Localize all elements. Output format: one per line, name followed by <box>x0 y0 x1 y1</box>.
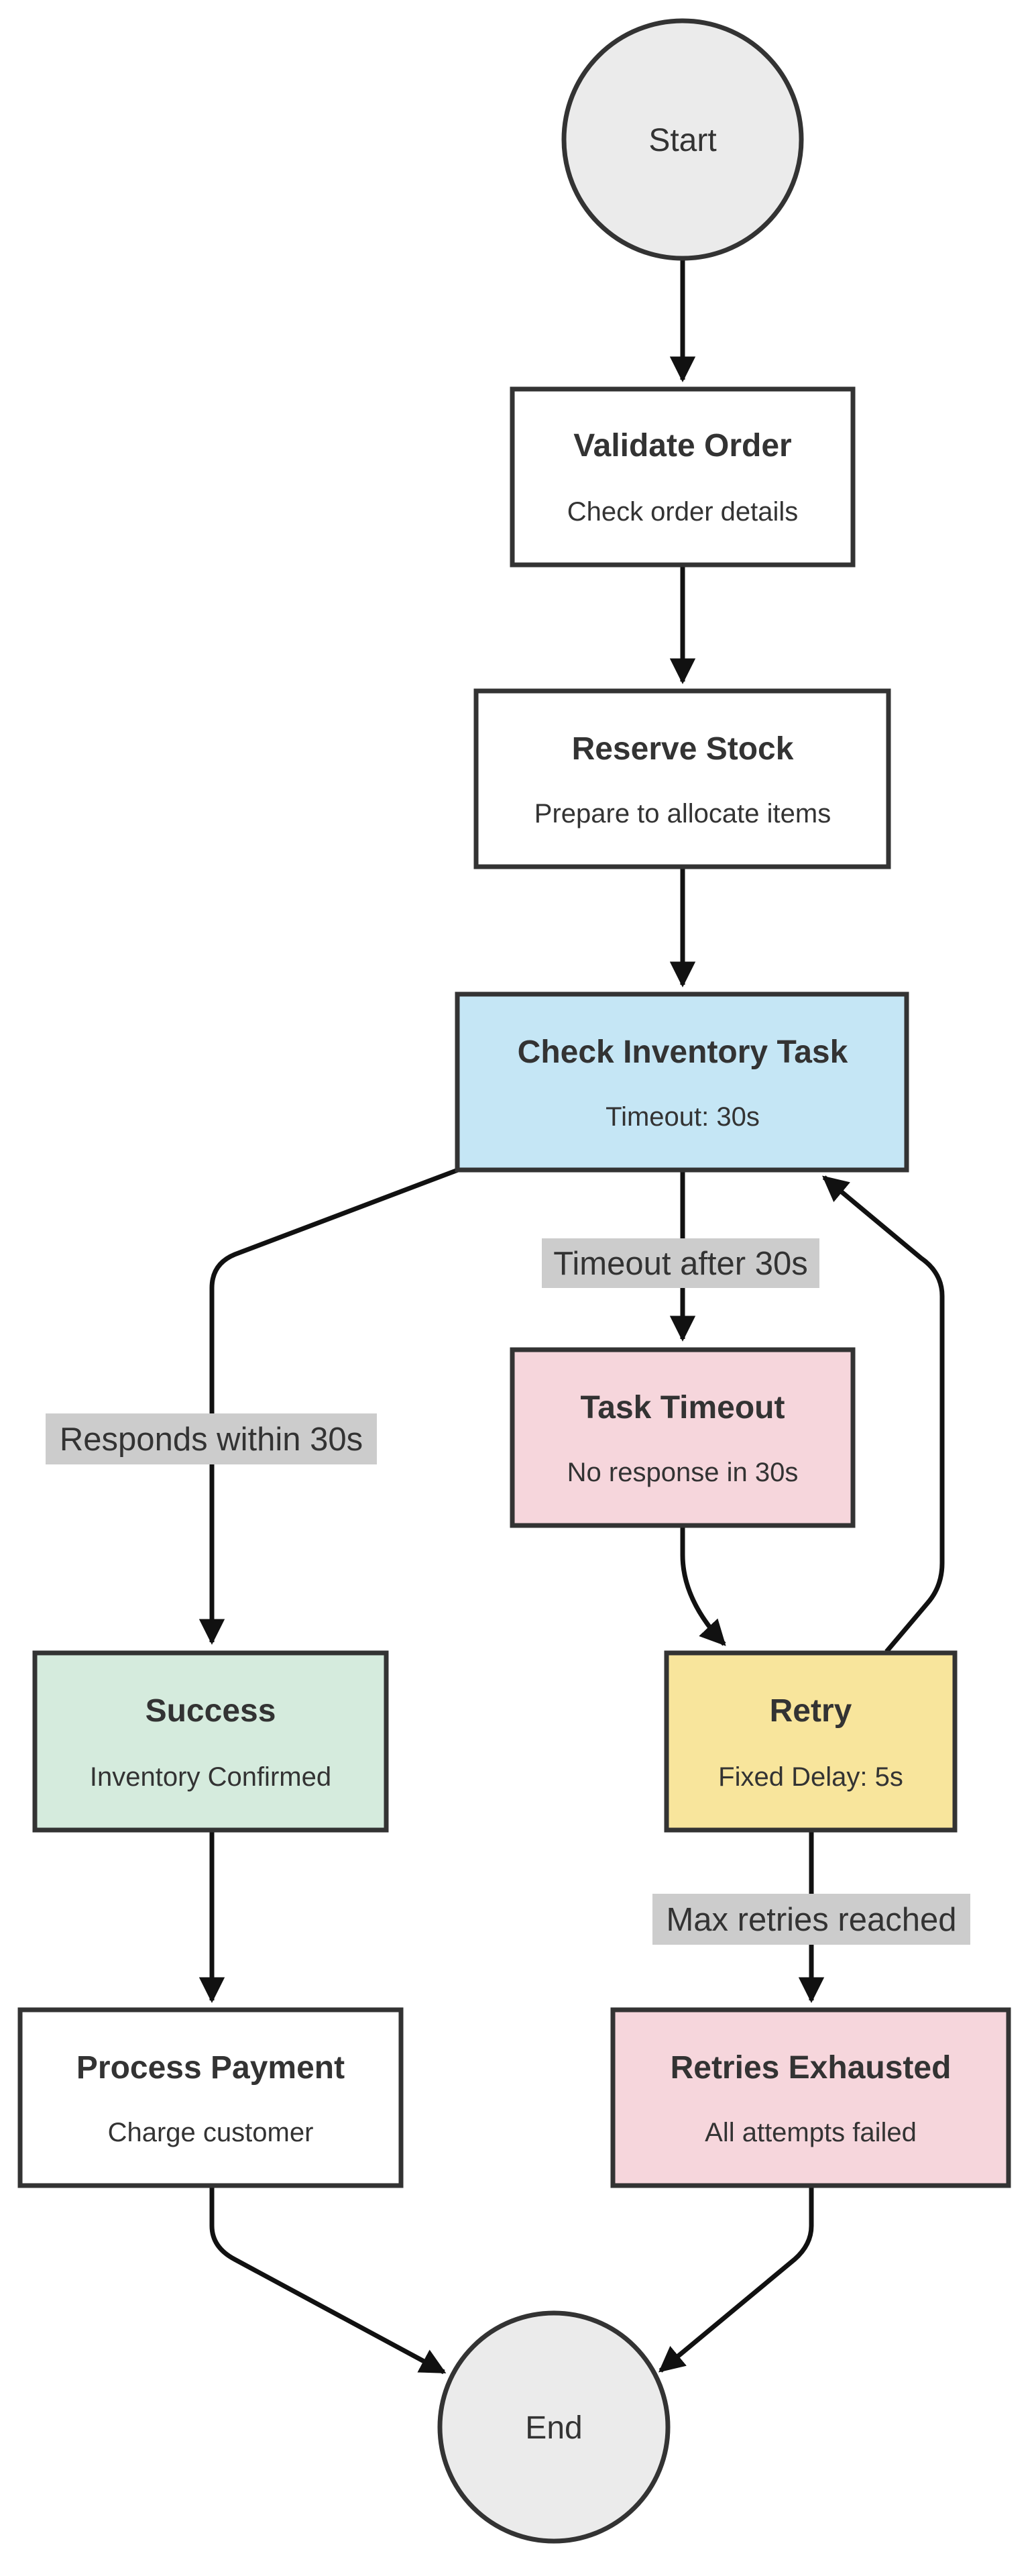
node-box <box>455 991 909 1173</box>
node-start: Start <box>561 18 804 261</box>
edge-exhausted-end <box>658 2186 814 2373</box>
node-end: End <box>437 2310 671 2544</box>
node-title: Check Inventory Task <box>518 1034 848 1070</box>
edge-payment-end <box>209 2186 447 2375</box>
node-subtitle: All attempts failed <box>705 2118 917 2147</box>
node-box <box>510 1347 856 1528</box>
node-box <box>17 2007 404 2188</box>
node-box <box>610 2007 1011 2188</box>
node-process-payment: Process Payment Charge customer <box>17 2007 404 2188</box>
node-title: Reserve Stock <box>572 731 794 767</box>
node-subtitle: Prepare to allocate items <box>534 799 831 828</box>
edge-label-text: Max retries reached <box>666 1902 956 1938</box>
node-task-timeout: Task Timeout No response in 30s <box>510 1347 856 1528</box>
edge-timeout-retry <box>680 1525 726 1646</box>
node-title: Validate Order <box>573 428 791 464</box>
node-title: Retries Exhausted <box>671 2050 952 2086</box>
node-title: Task Timeout <box>581 1390 785 1426</box>
node-retries-exhausted: Retries Exhausted All attempts failed <box>610 2007 1011 2188</box>
edge-label-background <box>542 1238 819 1288</box>
node-retry: Retry Fixed Delay: 5s <box>664 1650 958 1833</box>
node-box <box>32 1650 389 1833</box>
node-box <box>473 688 891 869</box>
node-subtitle: Inventory Confirmed <box>90 1762 331 1792</box>
end-terminal <box>437 2310 671 2544</box>
edge-label-text: Timeout after 30s <box>553 1246 807 1282</box>
node-subtitle: Charge customer <box>108 2118 314 2147</box>
node-validate-order: Validate Order Check order details <box>510 386 856 568</box>
node-title: Success <box>146 1693 276 1729</box>
node-success: Success Inventory Confirmed <box>32 1650 389 1833</box>
start-terminal <box>561 18 804 261</box>
node-subtitle: Timeout: 30s <box>606 1102 760 1132</box>
node-label: Start <box>648 123 716 158</box>
node-subtitle: Check order details <box>567 497 799 527</box>
edge-label-background <box>46 1413 377 1464</box>
node-subtitle: No response in 30s <box>567 1458 799 1487</box>
node-check-inventory-task: Check Inventory Task Timeout: 30s <box>455 991 909 1173</box>
node-title: Retry <box>770 1693 852 1729</box>
edge-label-background <box>652 1894 970 1945</box>
edge-label-max-retries-reached: Max retries reached <box>652 1894 970 1945</box>
node-reserve-stock: Reserve Stock Prepare to allocate items <box>473 688 891 869</box>
edge-check-success <box>198 1167 459 1645</box>
edge-label-timeout-after-30s: Timeout after 30s <box>542 1238 819 1288</box>
node-subtitle: Fixed Delay: 5s <box>718 1762 903 1792</box>
edge-retry-check <box>822 1175 945 1654</box>
node-box <box>664 1650 958 1833</box>
edge-label-responds-within-30s: Responds within 30s <box>46 1413 377 1464</box>
node-box <box>510 386 856 568</box>
node-title: Process Payment <box>76 2050 345 2086</box>
node-label: End <box>525 2410 582 2446</box>
edge-label-text: Responds within 30s <box>60 1421 363 1458</box>
